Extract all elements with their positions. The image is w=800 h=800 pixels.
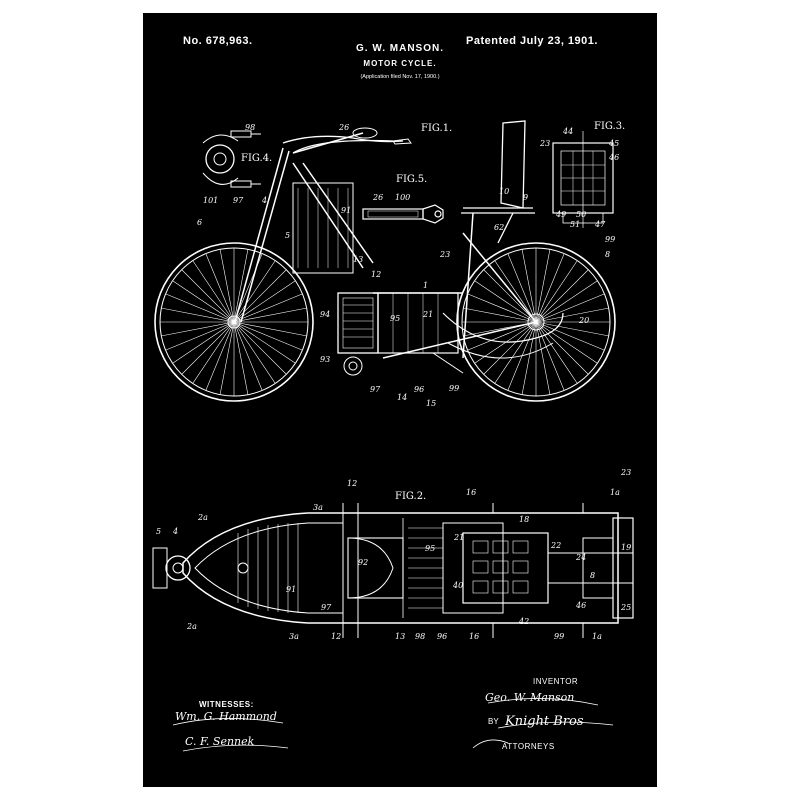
callout: 45	[609, 139, 620, 148]
callout: 13	[395, 632, 406, 641]
callout: 95	[390, 314, 401, 323]
callout: 95	[425, 544, 436, 553]
callout: 12	[371, 270, 382, 279]
callout: 44	[563, 127, 574, 136]
callout: 5	[285, 231, 291, 240]
inventor-name: G. W. MANSON.	[356, 43, 444, 54]
callout: 92	[358, 558, 369, 567]
callout: 23	[621, 468, 632, 477]
callout: 51	[570, 220, 581, 229]
fig2-plan-view	[152, 503, 634, 638]
callout: 26	[373, 193, 384, 202]
fig5-handle	[362, 204, 444, 224]
callout: 2a	[198, 513, 208, 522]
callout: 97	[233, 196, 244, 205]
callout: 96	[414, 385, 425, 394]
callout: 4	[262, 196, 268, 205]
fig1-label: FIG.1.	[421, 123, 453, 134]
callout: 15	[426, 399, 437, 408]
callout: 99	[605, 235, 616, 244]
callout: 26	[339, 123, 350, 132]
callout: 23	[440, 250, 451, 259]
callout: 99	[554, 632, 565, 641]
patented-date: Patented July 23, 1901.	[466, 35, 598, 47]
callout: 19	[621, 543, 632, 552]
patent-drawing	[152, 120, 634, 752]
callout: 2a	[187, 622, 197, 631]
callout: 91	[341, 206, 352, 215]
callout: 12	[347, 479, 358, 488]
fig5-label: FIG.5.	[396, 174, 428, 185]
callout: 100	[395, 193, 411, 202]
patent-poster: No. 678,963. G. W. MANSON. MOTOR CYCLE. …	[143, 13, 657, 787]
callout: 10	[499, 187, 510, 196]
callout: 3a	[289, 632, 299, 641]
callout: 46	[609, 153, 620, 162]
callout: 98	[415, 632, 426, 641]
callout: 96	[437, 632, 448, 641]
attorney-signature: Knight Bros	[505, 714, 584, 729]
callout: 97	[321, 603, 332, 612]
patent-title: MOTOR CYCLE.	[363, 59, 437, 68]
witness-signature-2: C. F. Sennek	[185, 735, 255, 748]
callout: 3a	[313, 503, 323, 512]
witness-signature-1: Wm. G. Hammond	[175, 710, 277, 723]
engine	[337, 292, 464, 376]
callout: 46	[576, 601, 587, 610]
callout: 99	[449, 384, 460, 393]
callout: 9	[523, 193, 529, 202]
callout: 14	[397, 393, 408, 402]
by-label: BY	[488, 717, 499, 726]
callout: 1a	[592, 632, 602, 641]
callout: 16	[466, 488, 477, 497]
callout: 47	[595, 220, 606, 229]
callout: 8	[605, 250, 611, 259]
callout: 49	[556, 210, 567, 219]
inventor-signature: Geo. W. Manson	[485, 691, 575, 704]
callout: 4	[173, 527, 179, 536]
callout: 21	[454, 533, 465, 542]
attorneys-label: ATTORNEYS	[502, 742, 555, 751]
callout: 25	[621, 603, 632, 612]
frame	[234, 132, 537, 359]
callout: 50	[576, 210, 587, 219]
callout: 13	[353, 255, 364, 264]
callout: 22	[551, 541, 562, 550]
signature-flourishes	[172, 698, 614, 752]
callout: 62	[494, 223, 505, 232]
callout: 93	[320, 355, 331, 364]
fig2-label: FIG.2.	[395, 491, 427, 502]
callout: 97	[370, 385, 381, 394]
callout: 12	[331, 632, 342, 641]
callout: 16	[469, 632, 480, 641]
fig1-motorcycle	[154, 120, 616, 402]
callout: 101	[203, 196, 219, 205]
inventor-label: INVENTOR	[533, 677, 579, 686]
callout: 8	[590, 571, 596, 580]
seat	[461, 120, 535, 244]
fig4-gear	[202, 130, 261, 188]
callout: 20	[579, 316, 590, 325]
callout: 24	[576, 553, 587, 562]
fig3-label: FIG.3.	[594, 121, 626, 132]
application-date: (Application filed Nov. 17, 1900.)	[360, 74, 440, 80]
callout: 23	[540, 139, 551, 148]
callout: 42	[519, 617, 530, 626]
fig4-label: FIG.4.	[241, 153, 273, 164]
patent-number: No. 678,963.	[183, 35, 253, 47]
callout: 94	[320, 310, 331, 319]
callout: 1	[423, 281, 429, 290]
callout: 1a	[610, 488, 620, 497]
fig3-end-view	[552, 131, 614, 228]
callout: 21	[423, 310, 434, 319]
callout: 5	[156, 527, 162, 536]
callout: 6	[197, 218, 203, 227]
witnesses-label: WITNESSES:	[199, 700, 254, 709]
callout: 98	[245, 123, 256, 132]
callout: 18	[519, 515, 530, 524]
front-wheel	[154, 242, 314, 402]
callout: 91	[286, 585, 297, 594]
callout: 40	[453, 581, 464, 590]
